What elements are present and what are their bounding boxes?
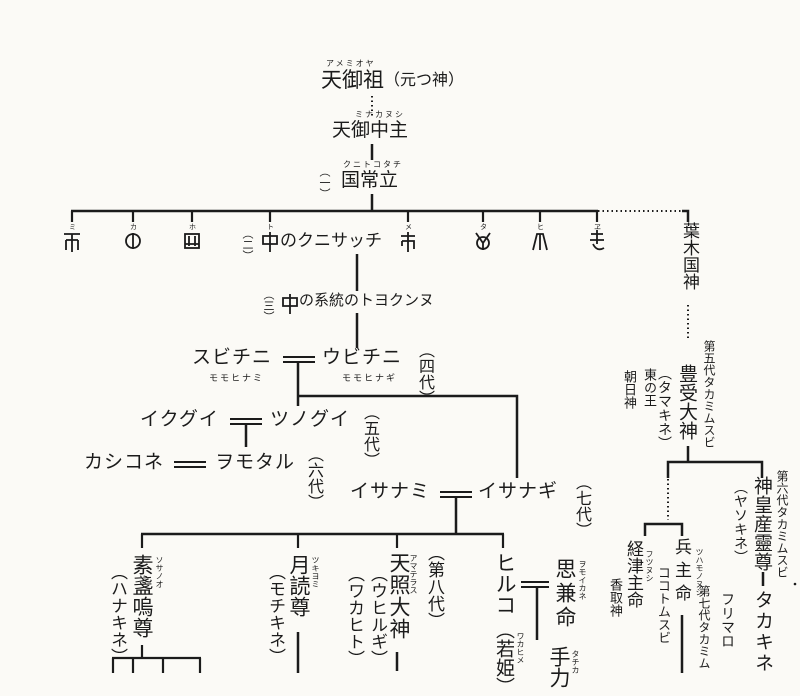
kunitokotachi-ruby: クニトコタチ: [343, 160, 403, 169]
amemioya-ruby: アメミオヤ: [326, 59, 376, 68]
amaterasu-ruby: アマテラス: [409, 554, 418, 594]
gen5-left: イクグイ: [140, 408, 219, 430]
toyouke-title: 第五代タカミムスビ: [702, 340, 716, 448]
hiruko-alias: （若姫）: [493, 620, 515, 696]
amaterasu-alias-uhirugi: （ウヒルギ）: [367, 565, 387, 667]
kamimusubi-alias: （ヤソキネ）: [732, 480, 748, 564]
toyokunnu-number: （三）: [262, 289, 275, 322]
woshite-to-icon: [282, 294, 298, 314]
branch-ruby-we: ヱ: [594, 223, 601, 231]
gen4-left: スビチニ: [192, 346, 273, 368]
gen6-label: （六代）: [305, 446, 324, 510]
tsuhamononushi-ruby: ツハモノヌシ: [695, 548, 704, 596]
branch-ruby-ka: カ: [130, 223, 137, 231]
toyouke-note-east-king: 東の王: [641, 368, 656, 407]
susanoo-name: 素盞嗚尊: [130, 554, 154, 638]
gen4-left-sub: モモヒナミ: [209, 374, 265, 384]
branch-ruby-ta: タ: [480, 223, 487, 231]
tsukiyomi-name: 月読尊: [287, 554, 311, 617]
hakikuni-name: 葉木国神: [679, 222, 699, 290]
toyouke-alias: （タマキネ）: [656, 366, 672, 450]
woshite-hi-icon: [532, 233, 548, 251]
kamimusubi-title: 第六代タカミムスビ: [775, 470, 789, 578]
amemioya-note: （元つ神）: [384, 70, 465, 89]
susanoo-alias: （ハナキネ）: [107, 563, 127, 665]
takakine-name: タカキネ: [752, 590, 774, 674]
toyouke-name: 豊受大神: [676, 364, 698, 440]
gen7-left: イサナミ: [350, 480, 431, 502]
gen7-label: （七代）: [573, 474, 592, 538]
kunisatsuchi-number: （二）: [241, 228, 254, 261]
gen5-label: （五代）: [361, 404, 380, 468]
kunisatsuchi-label: のクニサッチ: [280, 231, 382, 251]
toyokunnu-label: の系統のトヨクンヌ: [299, 291, 435, 309]
amaterasu-alias-wakahito: （ワカヒト）: [344, 565, 364, 667]
gen6-left: カシコネ: [84, 451, 165, 473]
kunitokotachi-number: （一）: [318, 166, 331, 199]
tsukiyomi-alias: （モチキネ）: [265, 563, 285, 665]
amaterasu-generation-label: （第八代）: [424, 544, 444, 629]
gen5-right: ツノグイ: [270, 408, 351, 430]
toyouke-note-asahi: 朝日神: [621, 370, 636, 409]
woshite-we-icon: [590, 230, 605, 251]
tsuhamononushi-alias: ココトムスビ: [655, 566, 670, 644]
gen7-right: イサナギ: [478, 480, 559, 502]
susanoo-ruby: ソサノオ: [155, 556, 164, 588]
tsukiyomi-ruby: ツキヨミ: [311, 556, 320, 588]
futsunushi-name: 経津主命: [623, 540, 643, 608]
tsuhamononushi-name: 兵主命: [671, 538, 691, 607]
branch-ruby-ho: ホ: [189, 223, 196, 231]
woshite-to-icon: [262, 232, 278, 252]
woshite-ta-icon: [475, 232, 491, 250]
futsunushi-alias: 香取神: [607, 578, 622, 617]
tachikara-ruby: タチカ: [571, 650, 580, 674]
omoikane-name: 思兼命: [553, 558, 577, 630]
amemioya-name: 天御祖: [321, 68, 384, 92]
woshite-ho-icon: [184, 233, 200, 249]
omoikane-ruby: ヲモイカネ: [578, 560, 587, 600]
hiruko-ruby: ワカヒメ: [516, 632, 525, 664]
kunitokotachi-name: 国常立: [341, 169, 399, 191]
takakine-alias: フリマロ: [719, 592, 735, 648]
minakanushi-ruby: ミナカヌシ: [355, 110, 405, 119]
gen4-right-sub: モモヒナギ: [342, 374, 398, 384]
gen6-right: ヲモタル: [215, 451, 296, 473]
amaterasu-name: 天照大神: [387, 552, 411, 640]
genealogy-lines: [70, 96, 797, 673]
gen4-label: （四代）: [416, 342, 435, 406]
tachikara-name: 手力: [547, 646, 571, 688]
woshite-mi-icon: [64, 233, 80, 252]
woshite-me-icon: [401, 232, 415, 252]
futsunushi-ruby: フツヌシ: [645, 550, 654, 582]
branch-ruby-me: メ: [405, 223, 412, 231]
hiruko-name: ヒルコ: [493, 552, 517, 615]
minakanushi-name: 天御中主: [332, 119, 409, 141]
branch-ruby-to: ト: [267, 223, 274, 231]
branch-ruby-mi: ミ: [69, 223, 76, 231]
gen4-right: ウビチニ: [322, 346, 403, 368]
kamimusubi-name: 神皇産靈尊: [751, 476, 773, 571]
takakine-title: 第七代タカミム: [697, 585, 711, 669]
branch-ticks: [70, 211, 599, 222]
woshite-ka-icon: [125, 233, 141, 249]
branch-ruby-hi: ヒ: [537, 223, 544, 231]
